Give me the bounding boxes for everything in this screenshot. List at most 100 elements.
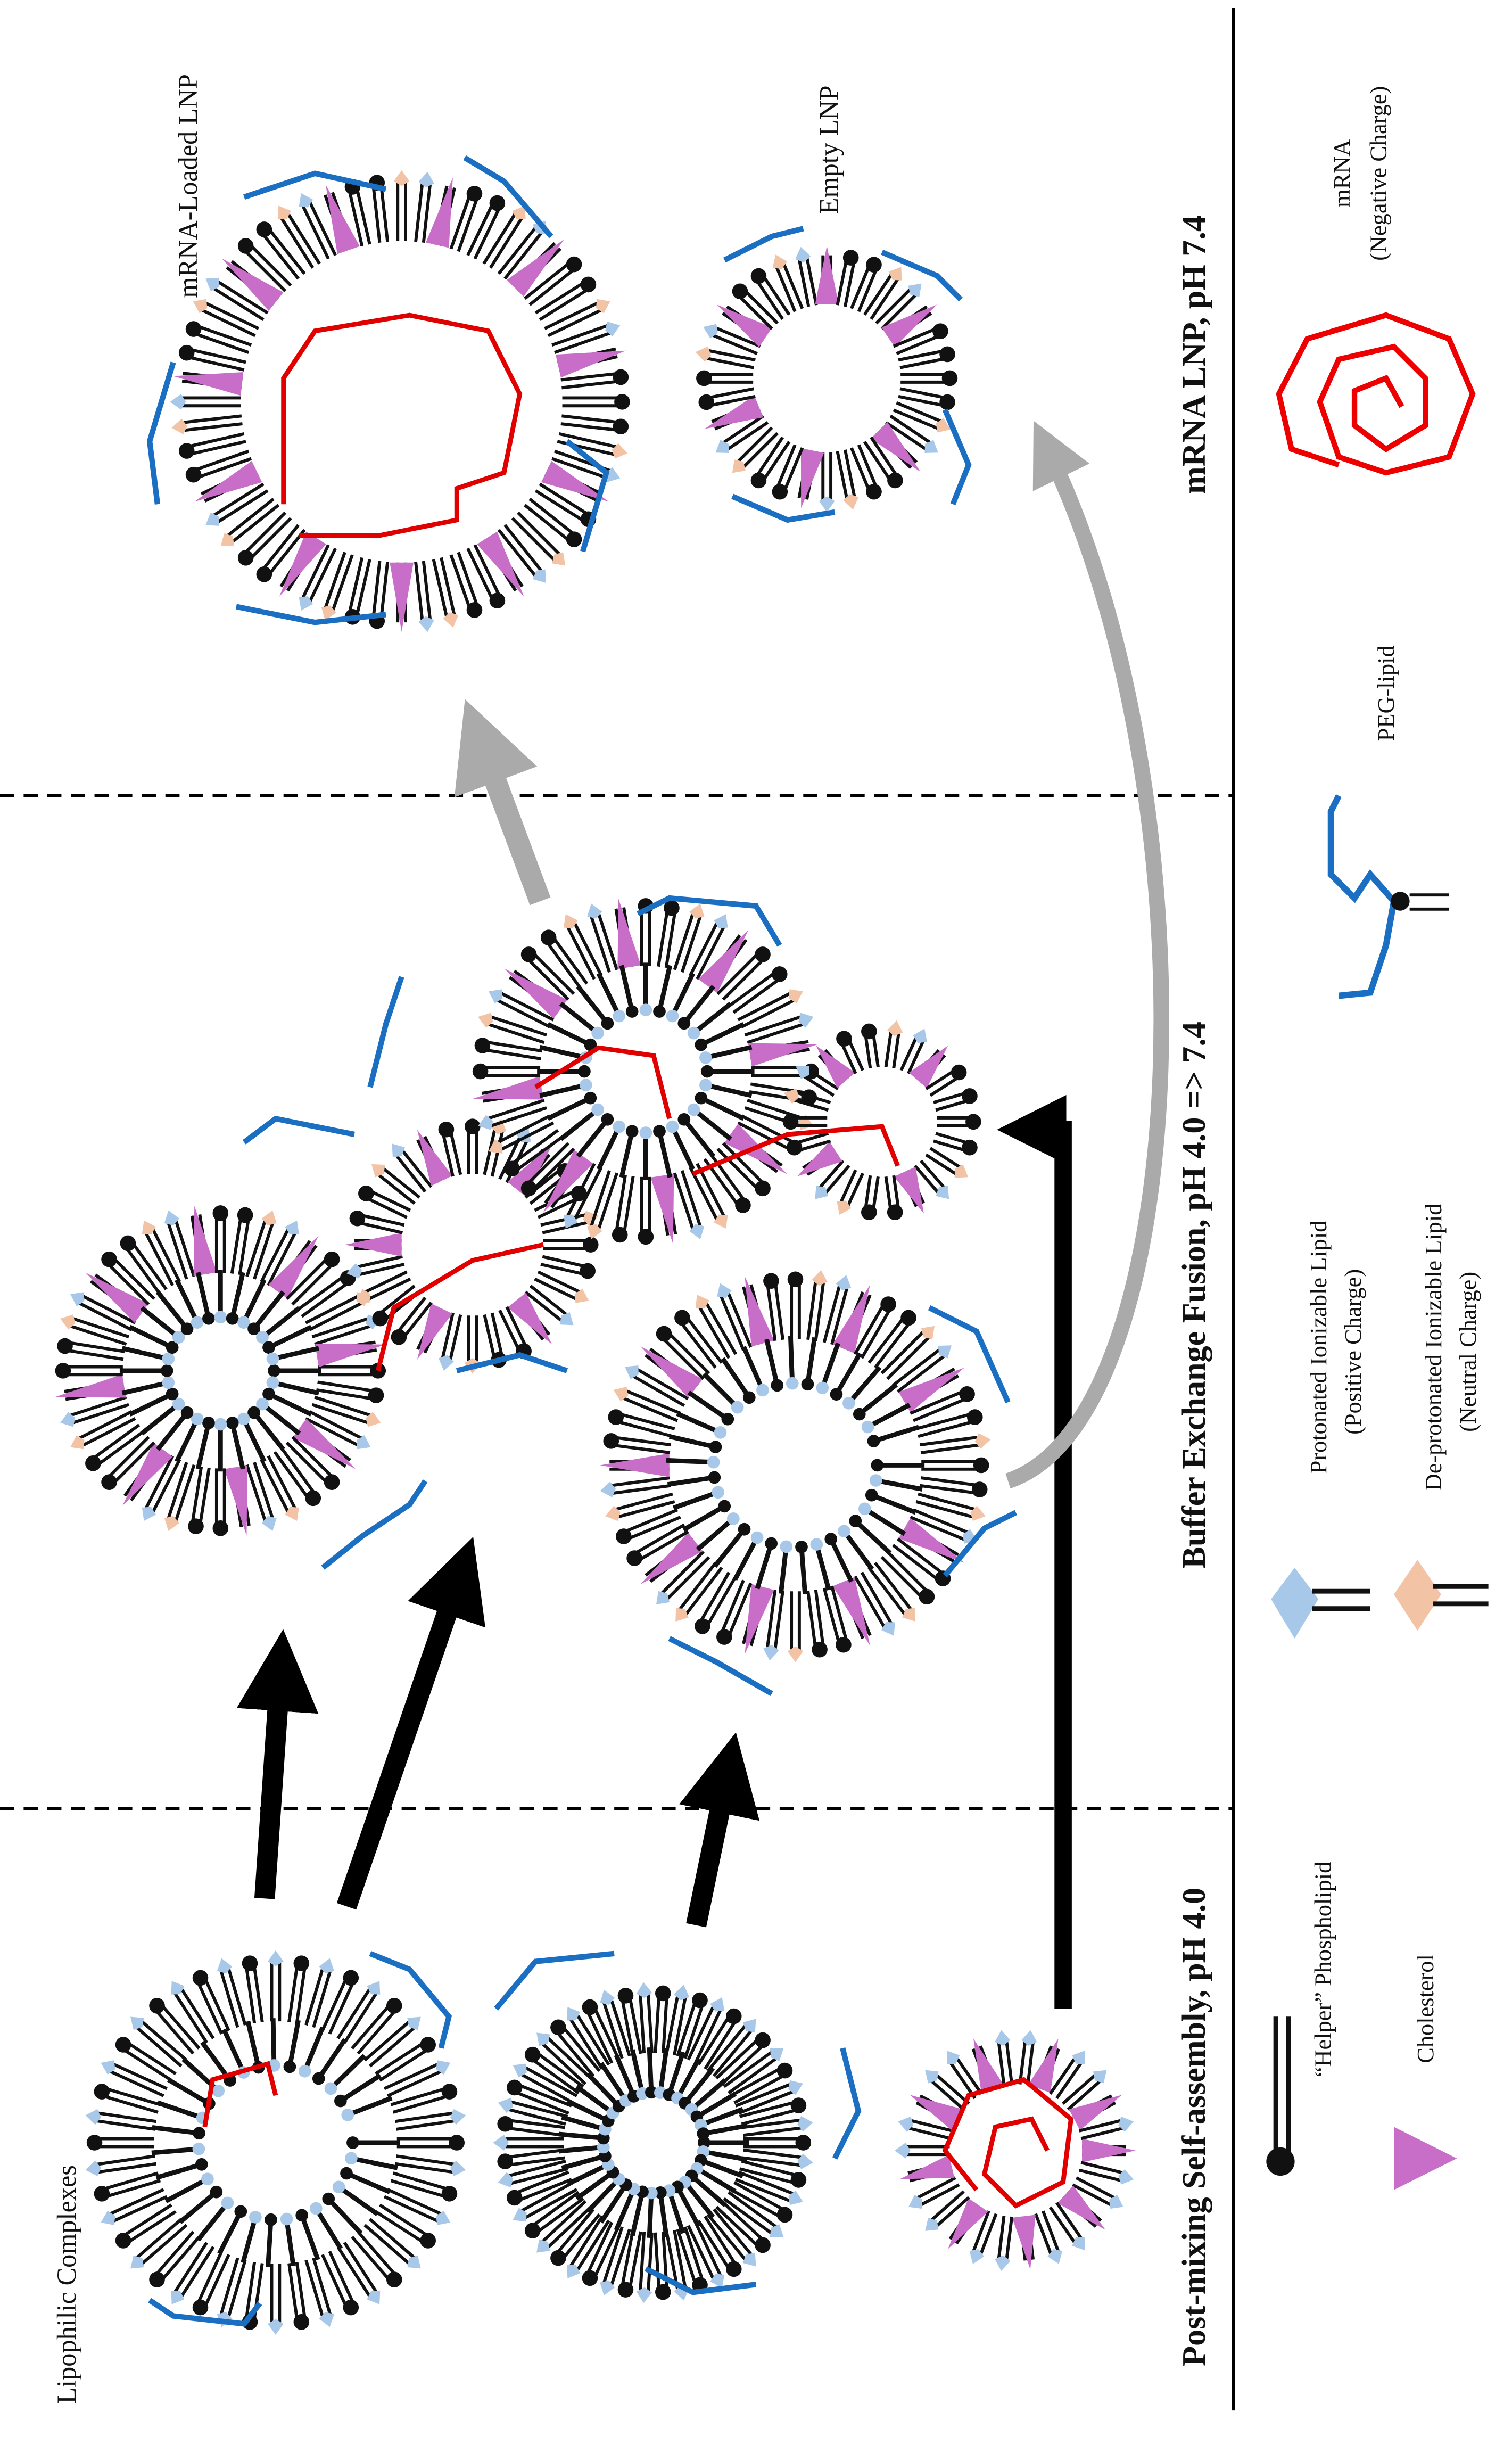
inner-lipid — [559, 1001, 599, 1035]
cholesterol-icon — [797, 1141, 842, 1176]
protonated-head-icon — [788, 2190, 803, 2205]
inner-lipid — [547, 1022, 592, 1047]
lipid — [472, 1063, 541, 1080]
cholesterol-icon — [507, 1293, 552, 1345]
inner-head-icon — [816, 1381, 829, 1395]
cholesterol-icon — [417, 1130, 453, 1186]
lipid — [230, 1207, 253, 1275]
inner-head-icon — [346, 2136, 359, 2149]
inner-lipid — [345, 2171, 391, 2194]
protonated-head-icon — [367, 2291, 381, 2304]
lipid — [478, 1013, 547, 1044]
inner-lipid — [630, 2191, 645, 2236]
helper-head-icon — [941, 370, 958, 386]
inner-lipid — [683, 2180, 715, 2219]
lipid — [1079, 2161, 1134, 2185]
lipid — [836, 250, 859, 307]
inner-head-icon — [226, 1312, 239, 1325]
protonated-head-icon — [925, 2070, 939, 2084]
lipid — [716, 946, 771, 1001]
helper-head-icon — [212, 1205, 229, 1221]
protonated-head-icon — [770, 2224, 784, 2237]
helper-head-icon — [755, 2237, 771, 2253]
helper-head-icon — [466, 186, 483, 202]
lipid — [171, 1981, 215, 2044]
helper-head-icon — [550, 2250, 566, 2266]
lipid — [995, 2215, 1014, 2271]
lipid — [743, 2135, 812, 2151]
lipid — [311, 1395, 381, 1427]
lipid — [416, 1303, 453, 1360]
lipid — [797, 448, 824, 508]
lipid — [617, 2229, 642, 2298]
peg-10 — [928, 1305, 1011, 1404]
inner-lipid — [350, 2156, 398, 2170]
legend-deprotonated-charge: (Neutral Charge) — [1455, 1272, 1481, 1432]
lipid — [638, 1176, 654, 1245]
protonated-head-icon — [689, 1224, 705, 1239]
inner-lipid — [252, 1411, 285, 1451]
cholesterol-icon — [650, 1173, 674, 1245]
peg-21 — [942, 408, 972, 506]
inner-head-icon — [613, 1009, 626, 1023]
lipid — [220, 497, 280, 547]
lipid — [383, 2060, 451, 2097]
lipid — [587, 1170, 618, 1239]
protonated-head-icon — [367, 1981, 381, 1995]
lipid — [880, 1550, 935, 1605]
inner-lipid — [302, 2026, 325, 2072]
lipid — [717, 1283, 753, 1351]
inner-lipid — [687, 1390, 729, 1421]
cholesterol-icon — [973, 2038, 1004, 2093]
cholesterol-icon — [507, 1145, 552, 1197]
lipid — [351, 2230, 402, 2287]
helper-head-icon — [520, 1180, 537, 1197]
lipid — [772, 444, 804, 500]
lipid — [782, 1114, 828, 1130]
helper-head-icon — [497, 2116, 514, 2132]
protonated-head-icon — [392, 1143, 405, 1157]
inner-head-icon — [268, 1364, 280, 1377]
lipid — [149, 1997, 201, 2055]
deprotonated-head-icon — [193, 299, 208, 314]
helper-head-icon — [880, 1296, 896, 1312]
cholesterol-icon — [1057, 2185, 1106, 2230]
lipid — [795, 246, 818, 307]
cholesterol-icon — [748, 1043, 819, 1067]
lipid — [582, 1999, 621, 2064]
lipid — [786, 1132, 831, 1156]
lipid — [374, 2037, 436, 2082]
lipid — [567, 2007, 610, 2070]
protonated-head-icon — [881, 1622, 895, 1636]
inner-lipid — [155, 1411, 189, 1451]
helper-head-icon — [613, 418, 629, 435]
protonated-head-icon — [217, 1958, 233, 1973]
inner-lipid — [245, 2021, 261, 2068]
inner-lipid — [619, 965, 634, 1013]
helper-head-icon — [771, 966, 788, 982]
lipid — [898, 1367, 965, 1413]
lipid — [256, 524, 306, 582]
inner-head-icon — [677, 1017, 691, 1030]
lipid — [498, 2159, 568, 2188]
inner-lipid — [700, 1096, 745, 1121]
lipid — [336, 2242, 381, 2304]
lipid — [394, 2154, 466, 2177]
inner-lipid — [847, 1365, 882, 1405]
lipid — [703, 324, 761, 356]
inner-head-icon — [824, 1533, 838, 1545]
lipid — [268, 1236, 319, 1299]
protonated-head-icon — [170, 394, 186, 410]
mrna-core-strand — [281, 312, 523, 538]
lipid — [130, 2218, 188, 2269]
peg-17 — [565, 439, 610, 553]
helper-head-icon — [965, 1114, 981, 1130]
inner-head-icon — [853, 1408, 866, 1421]
lipid — [393, 170, 410, 242]
arrow-fusion-to-empty-lnp — [1005, 421, 1169, 1489]
inner-lipid — [140, 1402, 180, 1436]
deprotonated-head-icon — [696, 1295, 709, 1308]
cholesterol-icon — [908, 1046, 948, 1089]
protonated-head-icon — [836, 1275, 852, 1290]
lipid — [706, 2208, 756, 2267]
